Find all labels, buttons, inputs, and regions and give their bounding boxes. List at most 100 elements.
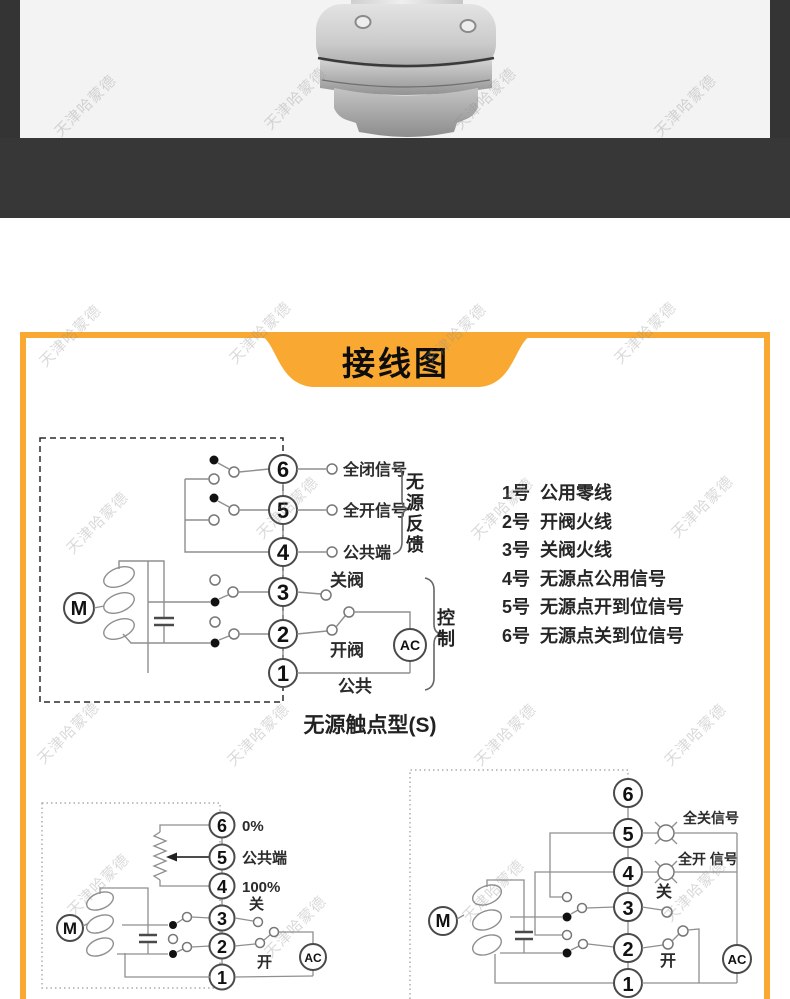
t5-label: 公共端 — [242, 849, 287, 867]
terminal-2: 2 — [613, 933, 643, 963]
ac-power-symbol: AC — [299, 943, 327, 971]
lamp-signal-wiring-diagram: M — [409, 769, 752, 999]
legend-line: 6号 无源点关到位信号 — [502, 625, 685, 646]
legend-line: 4号 无源点公用信号 — [502, 568, 667, 589]
dotted-boundary — [409, 769, 629, 999]
motor-symbol: M — [56, 914, 84, 942]
svg-text:3: 3 — [277, 580, 289, 605]
t5-label: 全关信号 — [682, 810, 739, 826]
legend-line: 1号 公用零线 — [502, 483, 613, 503]
ac-circuit — [124, 916, 314, 978]
valve-product-photo — [316, 0, 496, 137]
terminal-4: 4 — [268, 537, 298, 567]
t5-label: 全开信号 — [342, 501, 407, 520]
motor-coil — [93, 566, 135, 640]
svg-text:1: 1 — [217, 968, 227, 988]
svg-text:3: 3 — [217, 909, 227, 929]
svg-text:6: 6 — [217, 816, 227, 836]
svg-text:4: 4 — [622, 863, 634, 885]
actuator-dashed-boundary — [39, 437, 284, 703]
t2-label: 开 — [660, 952, 676, 970]
banner-shape — [254, 333, 538, 387]
svg-text:1: 1 — [277, 661, 289, 686]
capacitor-symbol — [99, 887, 157, 954]
motor-coil — [82, 891, 115, 957]
control-wiring — [296, 589, 411, 674]
feedback-group-label: 无源反馈 — [404, 472, 424, 556]
legend-line: 3号 关阀火线 — [502, 540, 613, 560]
capacitor-symbol — [118, 560, 174, 643]
diagram-caption: 无源触点型(S) — [303, 714, 437, 737]
svg-text:1: 1 — [622, 974, 633, 996]
panel-title: 接线图 — [342, 345, 450, 382]
open-signal-lamp — [642, 860, 737, 884]
photo-right-dark-strip — [770, 0, 790, 138]
svg-text:5: 5 — [217, 848, 227, 868]
t3-label: 关 — [656, 882, 672, 901]
capacitor-symbol — [486, 879, 533, 953]
svg-text:AC: AC — [304, 951, 322, 965]
motor-symbol: M — [63, 592, 95, 624]
terminal-2: 2 — [208, 932, 236, 960]
feedback-limit-switches — [184, 455, 270, 553]
control-switches — [117, 911, 211, 958]
dotted-boundary — [41, 802, 221, 989]
t6-label: 0% — [242, 818, 264, 835]
terminal-1: 1 — [268, 658, 298, 688]
svg-text:2: 2 — [217, 937, 227, 957]
control-brace — [424, 577, 444, 691]
t1-label: 公共 — [338, 677, 372, 696]
t4-label: 公共端 — [343, 543, 391, 562]
terminal-6: 6 — [613, 778, 643, 808]
t3-label: 关 — [249, 895, 264, 913]
wiper-arrow — [166, 852, 177, 862]
svg-text:M: M — [71, 598, 88, 620]
svg-text:5: 5 — [277, 498, 289, 523]
legend-line: 5号 无源点开到位信号 — [502, 597, 685, 617]
terminal-legend: 1号 公用零线 2号 开阀火线 3号 关阀火线 4号 无源点公用信号 5号 无源… — [502, 479, 684, 650]
t4-label: 100% — [242, 879, 280, 896]
t2-label: 开阀 — [330, 640, 364, 660]
terminal-4: 4 — [208, 872, 236, 900]
svg-text:6: 6 — [277, 457, 289, 482]
terminal-5: 5 — [613, 818, 643, 848]
svg-text:4: 4 — [277, 540, 290, 565]
svg-text:5: 5 — [622, 824, 633, 846]
terminal-2: 2 — [268, 619, 298, 649]
product-photo-section: 天津哈蒙德 天津哈蒙德 天津哈蒙德 天津哈蒙德 — [0, 0, 790, 138]
terminal-6: 6 — [208, 811, 236, 839]
terminal-3: 3 — [208, 904, 236, 932]
valve-shape — [316, 0, 496, 137]
watermark: 天津哈蒙德 — [651, 71, 721, 138]
terminal-3: 3 — [268, 577, 298, 607]
svg-text:2: 2 — [277, 622, 289, 647]
svg-text:AC: AC — [400, 637, 420, 653]
svg-text:AC: AC — [728, 952, 747, 967]
t3-label: 关阀 — [330, 570, 364, 590]
terminal-4: 4 — [613, 857, 643, 887]
t6-label: 全闭信号 — [342, 460, 407, 479]
motor-symbol: M — [428, 906, 458, 936]
control-switches — [494, 891, 615, 984]
terminal-1: 1 — [613, 968, 643, 998]
title-banner — [254, 333, 538, 387]
t4-label: 全开 信号 — [677, 851, 738, 867]
feedback-brace — [392, 463, 412, 555]
ac-power-symbol: AC — [393, 628, 427, 662]
svg-text:6: 6 — [622, 784, 633, 806]
feed-wires — [534, 832, 614, 936]
feedback-signal-wires — [297, 463, 338, 558]
control-switches — [122, 574, 269, 648]
terminal-5: 5 — [208, 843, 236, 871]
potentiometer-symbol — [152, 824, 210, 887]
t2-label: 开 — [257, 954, 272, 971]
control-group-label: 控制 — [435, 608, 455, 650]
terminal-6: 6 — [268, 454, 298, 484]
motor-coil — [456, 884, 503, 956]
watermark: 天津哈蒙德 — [51, 71, 121, 138]
svg-text:3: 3 — [622, 898, 633, 920]
main-wiring-diagram: M — [39, 437, 444, 703]
photo-left-dark-strip — [0, 0, 20, 138]
legend-line: 2号 开阀火线 — [502, 511, 613, 532]
